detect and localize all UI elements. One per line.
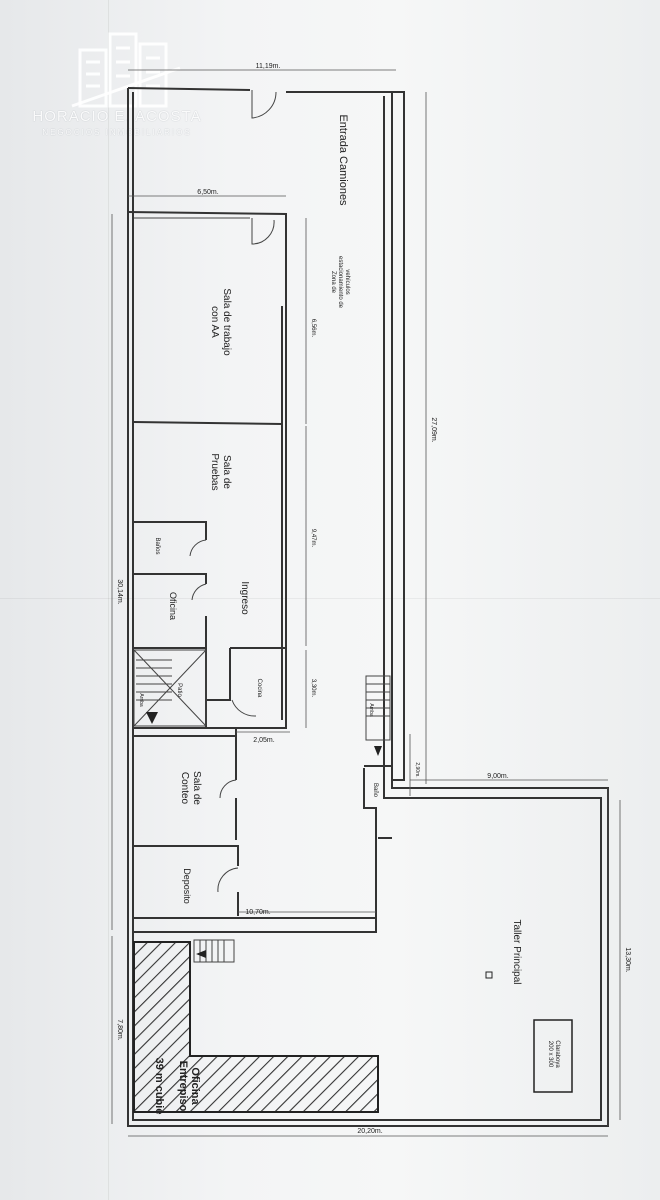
storage-block-walls xyxy=(134,728,392,933)
label-zona-2: estacionamiento de xyxy=(337,256,343,309)
dim-6-50: 6,50m. xyxy=(197,189,218,196)
dim-6-56: 6,56m. xyxy=(310,319,316,338)
dim-2-90: 2,90m. xyxy=(414,762,420,777)
label-claraboya-1: Claraboya xyxy=(554,1040,560,1068)
label-oficina-entrepiso-1: Oficina xyxy=(189,1067,201,1105)
stair-mezzanine xyxy=(193,939,235,963)
label-conteo-2: Conteo xyxy=(179,772,190,805)
label-taller-principal: Taller Principal xyxy=(511,919,522,984)
office-block-walls xyxy=(127,211,287,729)
label-conteo-1: Sala de xyxy=(191,771,202,805)
label-arriba-right: Arriba xyxy=(368,703,374,717)
label-sala-trabajo-2: con AA xyxy=(209,306,220,338)
skylight xyxy=(533,1019,573,1093)
dim-2-05: 2,05m. xyxy=(253,737,274,744)
paper-fold-line xyxy=(108,0,109,1200)
paper-fold-line xyxy=(0,598,660,599)
dim-9-47: 9,47m. xyxy=(310,529,316,548)
label-claraboya-2: 200 x 300 xyxy=(547,1041,553,1068)
dim-9-00: 9,00m. xyxy=(487,773,508,780)
label-banos: Baños xyxy=(154,537,160,554)
label-oficina-entrepiso-2: Entrepiso xyxy=(177,1061,189,1112)
label-sala-trabajo-1: Sala de trabajo xyxy=(221,288,232,356)
dim-10-70: 10,70m. xyxy=(245,909,270,916)
building-icon xyxy=(71,32,181,108)
watermark-name: HORACIO E. ACOSTA xyxy=(32,108,202,125)
dim-30-14: 30,14m. xyxy=(116,579,123,604)
label-ingreso: Ingreso xyxy=(239,581,250,615)
label-patio: Patio xyxy=(176,683,182,697)
dim-27-09: 27,09m. xyxy=(430,417,437,442)
label-pruebas-1: Sala de xyxy=(221,455,232,489)
dim-3-30: 3,30m. xyxy=(310,679,316,698)
label-cocina: Cocina xyxy=(256,679,262,698)
dim-13-30: 13,30m. xyxy=(624,947,631,972)
label-entrada-camiones: Entrada Camiones xyxy=(337,114,349,206)
stair-patio xyxy=(133,649,207,727)
label-bano: Baño xyxy=(372,783,378,798)
dim-7-80: 7,80m. xyxy=(116,1019,123,1040)
dim-20-20: 20,20m. xyxy=(357,1128,382,1135)
column-marker xyxy=(485,971,493,979)
label-zona-3: vehículos xyxy=(344,269,350,294)
label-oficina-entrepiso-3: 39 m cubie xyxy=(153,1058,165,1115)
label-pruebas-2: Pruebas xyxy=(209,453,220,490)
label-oficina: Oficina xyxy=(168,592,178,620)
watermark-logo: HORACIO E. ACOSTA NEGOCIOS INMOBILIARIOS xyxy=(12,22,222,152)
label-zona-1: Zona de xyxy=(330,271,336,294)
dimension-lines xyxy=(111,69,621,1137)
room-labels: Entrada Camiones Zona de estacionamiento… xyxy=(138,114,560,1114)
watermark-tagline: NEGOCIOS INMOBILIARIOS xyxy=(42,128,192,137)
door-swing xyxy=(251,90,277,119)
stair-arriba xyxy=(365,675,391,756)
mezzanine-office xyxy=(133,941,379,1113)
outer-walls xyxy=(127,87,609,1127)
dim-11-19: 11,19m. xyxy=(256,63,281,70)
label-arriba-left: Arriba xyxy=(138,693,144,707)
label-deposito: Deposito xyxy=(182,868,192,904)
dimension-labels: 11,19m. 6,50m. 6,56m. 9,47m. 3,30m. 2,05… xyxy=(116,63,631,1135)
